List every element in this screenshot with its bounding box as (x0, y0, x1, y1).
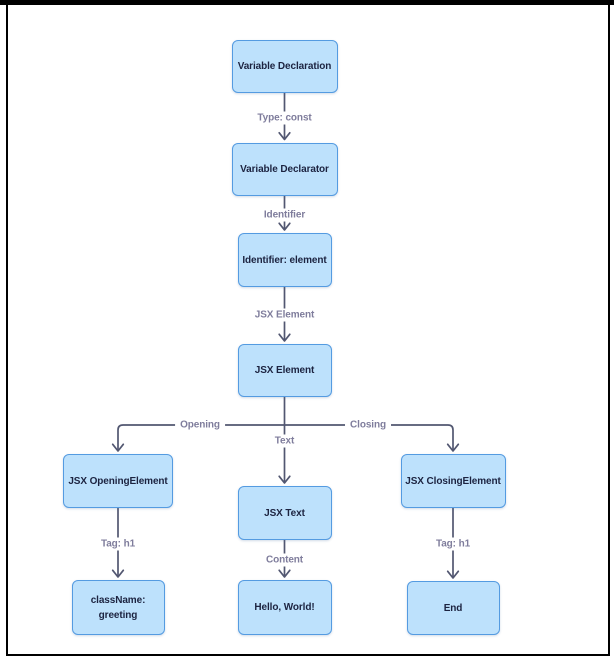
node-end: End (406, 581, 500, 635)
edge-label-jsx-element: JSX Element (249, 308, 320, 322)
node-jsx-text: JSX Text (237, 486, 332, 540)
edge-identifier-element-jsx-element-arrowhead (278, 333, 291, 342)
node-identifier-element: Identifier: element (237, 233, 332, 287)
edge-label-content: Content (260, 553, 309, 567)
edge-variable-declarator-identifier-element-arrowhead (278, 222, 291, 231)
node-jsx-opening-element: JSX OpeningElement (63, 454, 173, 508)
edge-jsx-text-hello-world-arrowhead (278, 569, 291, 578)
edge-label-opening: Opening (175, 418, 225, 432)
node-variable-declarator: Variable Declarator (231, 143, 338, 196)
node-jsx-element: JSX Element (237, 344, 332, 397)
edge-label-tag-h1-right: Tag: h1 (430, 537, 476, 551)
edge-jsx-closing-element-end-arrowhead (446, 570, 460, 579)
node-jsx-closing-element: JSX ClosingElement (400, 454, 506, 508)
edge-label-identifier: Identifier (258, 208, 311, 222)
window-frame-top (0, 0, 614, 5)
edge-variable-declaration-variable-declarator-arrowhead (278, 131, 291, 141)
window-frame (6, 0, 610, 656)
edge-jsx-element-jsx-closing-element-arrowhead (446, 443, 460, 452)
edge-label-closing: Closing (345, 418, 391, 432)
edge-jsx-element-jsx-opening-element-arrowhead (111, 443, 125, 452)
edge-label-text: Text (269, 434, 300, 448)
edge-label-type-const: Type: const (252, 111, 317, 125)
edge-jsx-element-jsx-opening-element (117, 424, 286, 452)
edge-jsx-element-jsx-closing-element (283, 424, 454, 452)
node-variable-declaration: Variable Declaration (231, 40, 338, 93)
edge-label-tag-h1-left: Tag: h1 (95, 537, 141, 551)
edge-jsx-opening-element-classname-greeting-arrowhead (111, 569, 125, 578)
node-classname-greeting: className: greeting (71, 580, 165, 635)
node-hello-world: Hello, World! (237, 580, 332, 635)
edge-jsx-element-jsx-text-arrowhead (278, 475, 291, 484)
